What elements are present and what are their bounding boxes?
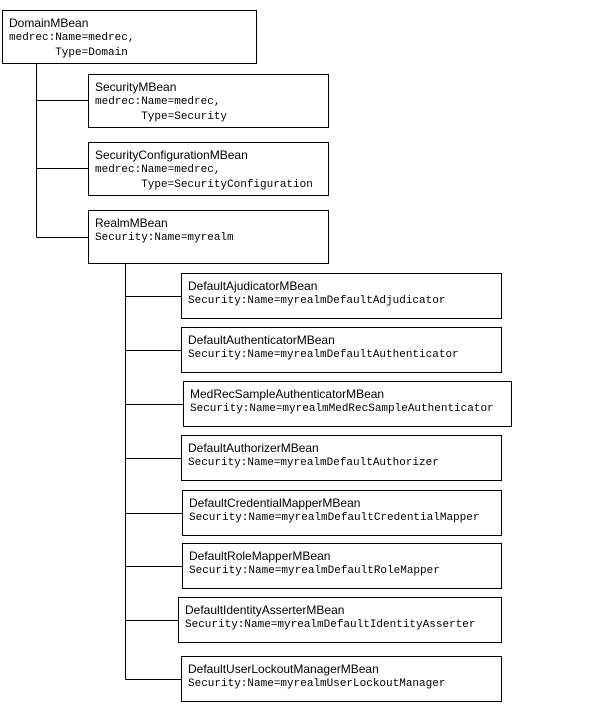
medrec-sample-authenticator-mbean-title: MedRecSampleAuthenticatorMBean bbox=[190, 387, 385, 401]
default-authorizer-mbean-node: DefaultAuthorizerMBean Security:Name=myr… bbox=[181, 435, 502, 481]
medrec-sample-authenticator-mbean-node: MedRecSampleAuthenticatorMBean Security:… bbox=[183, 381, 512, 427]
realm-mbean-title: RealmMBean bbox=[95, 216, 168, 230]
default-authenticator-mbean-object-name: Security:Name=myrealmDefaultAuthenticato… bbox=[188, 349, 459, 361]
default-identity-asserter-mbean-title: DefaultIdentityAsserterMBean bbox=[185, 603, 345, 617]
security-mbean-node: SecurityMBean medrec:Name=medrec, Type=S… bbox=[88, 74, 329, 128]
default-adjudicator-mbean-title: DefaultAjudicatorMBean bbox=[188, 279, 318, 293]
default-adjudicator-mbean-node: DefaultAjudicatorMBean Security:Name=myr… bbox=[181, 273, 502, 319]
realm-mbean-object-name: Security:Name=myrealm bbox=[95, 232, 234, 244]
default-credential-mapper-mbean-title: DefaultCredentialMapperMBean bbox=[189, 496, 361, 510]
default-authenticator-mbean-title: DefaultAuthenticatorMBean bbox=[188, 333, 335, 347]
default-credential-mapper-mbean-object-name: Security:Name=myrealmDefaultCredentialMa… bbox=[189, 512, 480, 524]
security-mbean-object-name: medrec:Name=medrec, Type=Security bbox=[95, 96, 228, 123]
domain-mbean-title: DomainMBean bbox=[9, 16, 89, 30]
default-user-lockout-manager-mbean-title: DefaultUserLockoutManagerMBean bbox=[188, 662, 379, 676]
default-authorizer-mbean-title: DefaultAuthorizerMBean bbox=[188, 441, 319, 455]
security-configuration-mbean-node: SecurityConfigurationMBean medrec:Name=m… bbox=[88, 142, 329, 196]
default-authenticator-mbean-node: DefaultAuthenticatorMBean Security:Name=… bbox=[181, 327, 502, 373]
security-configuration-mbean-title: SecurityConfigurationMBean bbox=[95, 148, 248, 162]
domain-mbean-node: DomainMBean medrec:Name=medrec, Type=Dom… bbox=[2, 10, 257, 64]
default-role-mapper-mbean-object-name: Security:Name=myrealmDefaultRoleMapper bbox=[189, 565, 440, 577]
default-identity-asserter-mbean-object-name: Security:Name=myrealmDefaultIdentityAsse… bbox=[185, 619, 476, 631]
default-role-mapper-mbean-title: DefaultRoleMapperMBean bbox=[189, 549, 331, 563]
realm-mbean-node: RealmMBean Security:Name=myrealm bbox=[88, 210, 329, 264]
default-user-lockout-manager-mbean-node: DefaultUserLockoutManagerMBean Security:… bbox=[181, 656, 502, 702]
default-user-lockout-manager-mbean-object-name: Security:Name=myrealmUserLockoutManager bbox=[188, 678, 446, 690]
security-configuration-mbean-object-name: medrec:Name=medrec, Type=SecurityConfigu… bbox=[95, 164, 313, 191]
default-role-mapper-mbean-node: DefaultRoleMapperMBean Security:Name=myr… bbox=[182, 543, 502, 589]
medrec-sample-authenticator-mbean-object-name: Security:Name=myrealmMedRecSampleAuthent… bbox=[190, 403, 494, 415]
default-adjudicator-mbean-object-name: Security:Name=myrealmDefaultAdjudicator bbox=[188, 295, 446, 307]
default-credential-mapper-mbean-node: DefaultCredentialMapperMBean Security:Na… bbox=[182, 490, 502, 536]
default-authorizer-mbean-object-name: Security:Name=myrealmDefaultAuthorizer bbox=[188, 457, 439, 469]
security-mbean-title: SecurityMBean bbox=[95, 80, 177, 94]
default-identity-asserter-mbean-node: DefaultIdentityAsserterMBean Security:Na… bbox=[178, 597, 502, 643]
domain-mbean-object-name: medrec:Name=medrec, Type=Domain bbox=[9, 32, 135, 59]
